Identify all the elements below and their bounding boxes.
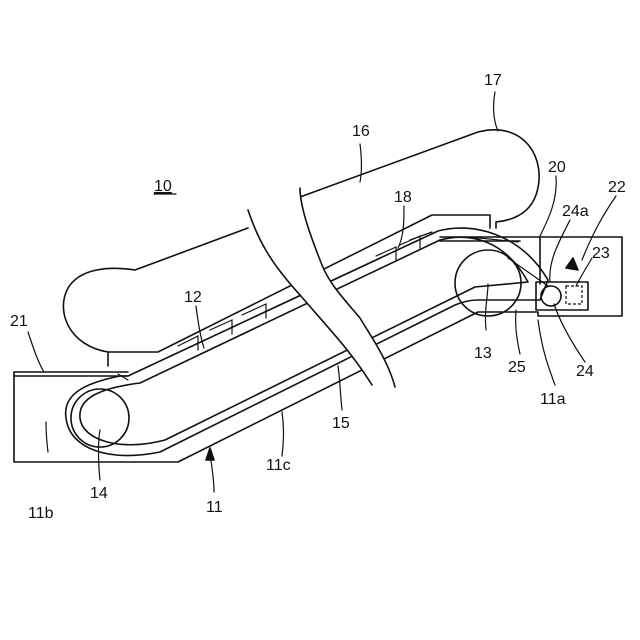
label-18: 18 <box>394 189 412 206</box>
break-cut <box>248 188 395 387</box>
label-23: 23 <box>592 245 610 262</box>
label-10: 10 <box>154 178 172 195</box>
label-25: 25 <box>508 359 526 376</box>
label-11b: 11b <box>28 505 54 522</box>
label-21: 21 <box>10 313 28 330</box>
label-14: 14 <box>90 485 108 502</box>
lower-floor-plate <box>14 372 128 376</box>
label-16: 16 <box>352 123 370 140</box>
label-22: 22 <box>608 179 626 196</box>
label-11: 11 <box>206 499 223 516</box>
label-20: 20 <box>548 159 566 176</box>
label-11c: 11c <box>266 457 291 474</box>
label-17: 17 <box>484 72 502 89</box>
label-24a: 24a <box>562 203 589 220</box>
label-15: 15 <box>332 415 350 432</box>
label-13: 13 <box>474 345 492 362</box>
balustrade-upper <box>300 130 539 228</box>
label-11a: 11a <box>540 391 566 408</box>
label-12: 12 <box>184 289 202 306</box>
label-24: 24 <box>576 363 594 380</box>
